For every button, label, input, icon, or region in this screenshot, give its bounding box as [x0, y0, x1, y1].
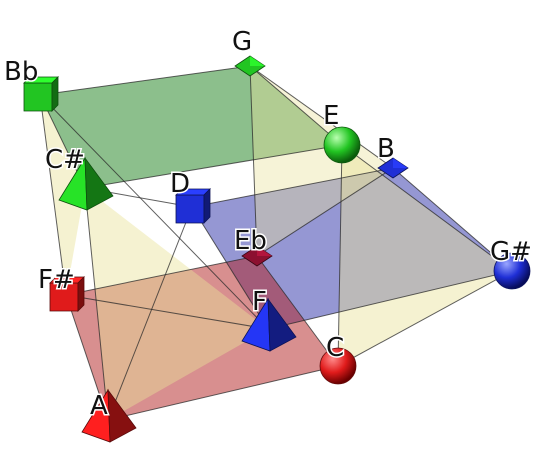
edge-a-fsharp — [65, 294, 109, 421]
edge-e-gsharp — [341, 144, 513, 272]
edge-bb-g — [39, 65, 251, 96]
edges-layer — [39, 65, 513, 421]
label-gsharp: G# — [490, 237, 532, 267]
edge-b-gsharp — [392, 167, 513, 272]
edge-g-b — [249, 65, 394, 169]
label-c: C — [326, 333, 344, 363]
node-gsharp-sphere — [493, 252, 531, 290]
label-bb: Bb — [4, 57, 38, 87]
edge-g-eb — [249, 65, 258, 257]
nodes-layer — [23, 55, 531, 443]
label-d: D — [170, 169, 190, 199]
label-csharp: C# — [45, 145, 85, 175]
node-f-pyramid — [241, 297, 297, 352]
yellow-right — [338, 145, 512, 366]
edge-bb-f — [39, 94, 269, 330]
node-csharp-pyramid — [58, 156, 114, 211]
labels-layer: Bb G E B C# D Eb G# F# F C A — [3, 26, 534, 423]
label-eb: Eb — [234, 226, 267, 256]
yellow-back — [250, 66, 393, 256]
label-f: F — [252, 287, 267, 317]
faces-layer — [40, 66, 512, 420]
label-a: A — [90, 391, 108, 421]
label-fsharp: F# — [38, 265, 75, 295]
edge-eb-b — [256, 167, 394, 257]
label-e: E — [323, 101, 339, 131]
node-c-sphere — [319, 347, 357, 385]
edge-d-b — [191, 167, 394, 208]
node-a-pyramid — [81, 388, 137, 443]
red-plane — [66, 256, 338, 420]
edge-fsharp-f — [65, 294, 269, 330]
label-b: B — [377, 134, 395, 164]
edge-a-d — [107, 206, 193, 421]
node-eb-diamond — [241, 245, 273, 267]
edge-c-a — [107, 365, 339, 421]
edge-eb-c — [256, 255, 339, 367]
edge-f-d — [191, 206, 269, 330]
node-g-diamond — [234, 55, 266, 77]
edge-e-csharp — [84, 144, 343, 189]
edge-e-c — [337, 144, 343, 367]
node-b-diamond — [377, 157, 409, 179]
edge-gsharp-f — [267, 270, 513, 330]
node-bb-cube — [23, 76, 59, 112]
edge-bb-fsharp — [39, 94, 67, 296]
node-fsharp-cube — [49, 276, 85, 312]
label-g: G — [232, 27, 252, 57]
edge-fsharp-eb — [65, 255, 258, 296]
node-d-cube — [175, 188, 211, 224]
node-e-sphere — [323, 126, 361, 164]
edge-csharp-a — [84, 187, 109, 421]
edge-g-e — [249, 65, 343, 146]
edge-c-gsharp — [337, 270, 513, 367]
